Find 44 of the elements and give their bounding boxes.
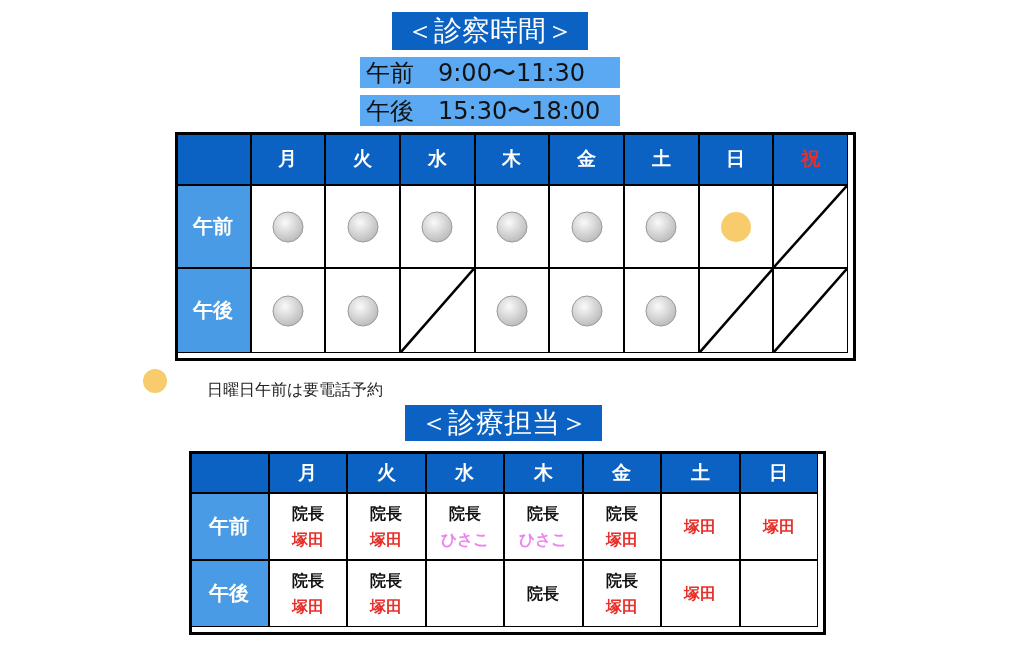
row-header-cell: 午後 — [190, 560, 269, 627]
row-header-cell: 午前 — [190, 493, 269, 560]
header-cell: 金 — [582, 452, 661, 493]
doctor-name: ひさこ — [440, 528, 489, 551]
doctor-name: 院長 — [448, 502, 481, 525]
hours-banner: 午前 9:00〜11:30 — [360, 57, 620, 88]
doctor-name: 塚田 — [684, 582, 717, 605]
doctor-name: 塚田 — [291, 595, 324, 618]
row-header-cell: 午後 — [176, 268, 251, 353]
doctor-name: 院長 — [370, 569, 403, 592]
doctor-name: 院長 — [605, 502, 638, 525]
header-cell: 木 — [474, 133, 550, 185]
header-cell: 月 — [250, 133, 326, 185]
doctor-name: ひさこ — [519, 528, 568, 551]
doctor-name: 塚田 — [684, 515, 717, 538]
header-cell: 土 — [624, 133, 699, 185]
title-banner: ＜診察時間＞ — [392, 12, 588, 50]
doctor-name: 塚田 — [370, 595, 403, 618]
header-cell: 火 — [347, 452, 426, 493]
doctor-name: 塚田 — [605, 595, 638, 618]
header-cell: 金 — [549, 133, 624, 185]
header-cell: 祝 — [773, 133, 848, 185]
header-cell: 水 — [400, 133, 475, 185]
doctor-name: 塚田 — [291, 528, 324, 551]
header-cell: 火 — [325, 133, 400, 185]
legend-text: 日曜日午前は要電話予約 — [207, 380, 383, 401]
doctor-name: 院長 — [605, 569, 638, 592]
doctor-name: 塚田 — [762, 515, 795, 538]
header-cell: 木 — [504, 452, 583, 493]
section-banner: ＜診療担当＞ — [405, 405, 602, 441]
doctor-name: 塚田 — [605, 528, 638, 551]
header-cell: 日 — [698, 133, 774, 185]
doctor-name: 院長 — [527, 582, 560, 605]
doctor-name: 塚田 — [370, 528, 403, 551]
header-cell: 日 — [739, 452, 818, 493]
hours-banner: 午後 15:30〜18:00 — [360, 95, 620, 126]
doctor-name: 院長 — [370, 502, 403, 525]
doctor-name: 院長 — [527, 502, 560, 525]
row-header-cell: 午前 — [176, 185, 251, 268]
header-cell: 月 — [268, 452, 347, 493]
header-cell: 土 — [661, 452, 740, 493]
doctor-name: 院長 — [291, 502, 324, 525]
header-cell: 水 — [425, 452, 504, 493]
doctor-name: 院長 — [291, 569, 324, 592]
